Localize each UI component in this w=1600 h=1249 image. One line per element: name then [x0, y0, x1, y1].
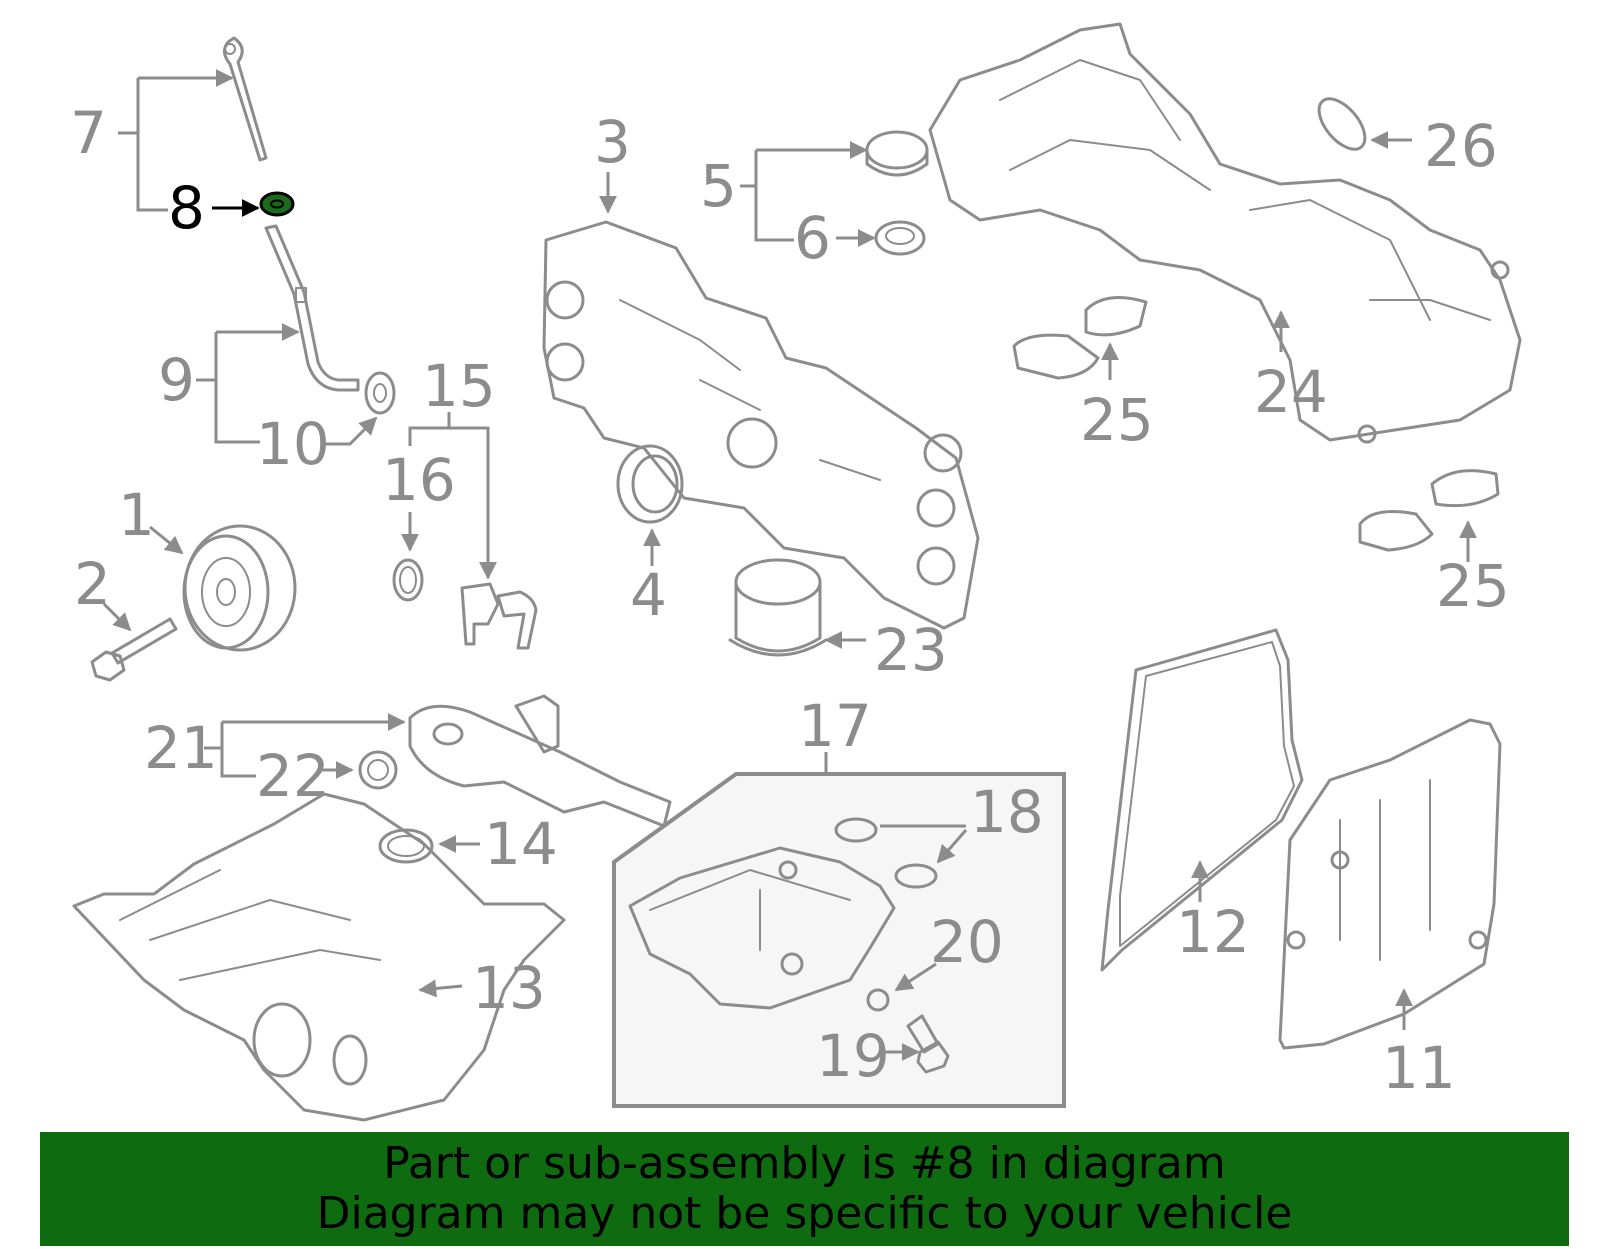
- callout-11: 11: [1382, 1034, 1456, 1102]
- callout-3: 3: [594, 108, 631, 176]
- callout-24: 24: [1254, 358, 1328, 426]
- part-1-crank-pulley[interactable]: [182, 524, 297, 652]
- callout-25b: 25: [1436, 552, 1510, 620]
- part-8-oring-highlighted[interactable]: [259, 191, 295, 217]
- callout-15: 15: [422, 352, 496, 420]
- part-26-oring[interactable]: [1310, 91, 1373, 158]
- callout-2: 2: [74, 550, 111, 618]
- part-25-gasket-upper[interactable]: [1012, 296, 1148, 380]
- part-5-oil-cap[interactable]: [865, 130, 929, 177]
- leader-18: [880, 824, 968, 862]
- part-7-dipstick[interactable]: [223, 36, 268, 162]
- callout-19: 19: [816, 1022, 890, 1090]
- leader-21: [204, 722, 404, 778]
- callout-10: 10: [256, 410, 330, 478]
- callout-13: 13: [472, 954, 546, 1022]
- part-13-oil-pan[interactable]: [72, 792, 566, 1122]
- leader-9: [196, 332, 298, 444]
- part-4-seal[interactable]: [616, 444, 684, 524]
- part-22-oring[interactable]: [358, 750, 398, 790]
- callout-9: 9: [158, 346, 195, 414]
- callout-5: 5: [700, 152, 737, 220]
- banner-line-1: Part or sub-assembly is #8 in diagram: [383, 1138, 1226, 1189]
- info-banner: Part or sub-assembly is #8 in diagram Di…: [40, 1132, 1569, 1246]
- part-2-bolt[interactable]: [90, 617, 178, 682]
- callout-14: 14: [484, 810, 558, 878]
- leader-10: [322, 416, 378, 446]
- callout-8: 8: [168, 174, 205, 242]
- part-9-dipstick-tube[interactable]: [264, 224, 360, 392]
- part-25-gasket-lower[interactable]: [1358, 469, 1500, 552]
- part-24-intake-manifold[interactable]: [928, 22, 1522, 444]
- callout-4: 4: [630, 561, 667, 629]
- leader-15: [408, 412, 488, 578]
- callout-18: 18: [970, 778, 1044, 846]
- callout-21: 21: [144, 714, 218, 782]
- part-10-gasket[interactable]: [364, 371, 396, 415]
- banner-line-2: Diagram may not be specific to your vehi…: [316, 1188, 1293, 1239]
- callout-6: 6: [794, 204, 831, 272]
- part-12-gasket[interactable]: [1100, 628, 1304, 972]
- callout-20: 20: [930, 908, 1004, 976]
- callout-12: 12: [1176, 898, 1250, 966]
- part-23-oil-filter[interactable]: [728, 558, 828, 657]
- callout-16: 16: [382, 446, 456, 514]
- part-15-sensor[interactable]: [460, 582, 538, 650]
- callout-17: 17: [798, 692, 872, 760]
- part-3-timing-cover[interactable]: [542, 220, 980, 630]
- leader-20: [894, 962, 937, 992]
- callout-23: 23: [874, 616, 948, 684]
- leader-1: [149, 525, 184, 555]
- part-18-oring-a[interactable]: [834, 817, 878, 843]
- leader-2: [102, 602, 132, 632]
- part-11-side-cover[interactable]: [1278, 718, 1502, 1050]
- callout-22: 22: [256, 742, 330, 810]
- part-21-oil-pickup[interactable]: [408, 694, 672, 828]
- leader-7: [118, 78, 232, 212]
- leader-5: [740, 150, 866, 242]
- leader-13: [418, 979, 463, 998]
- part-20-washer[interactable]: [866, 988, 890, 1012]
- part-17-lower-oil-pan[interactable]: [628, 846, 896, 1010]
- callout-26: 26: [1424, 112, 1498, 180]
- callout-7: 7: [70, 99, 107, 167]
- part-6-gasket[interactable]: [874, 220, 926, 256]
- callout-25a: 25: [1080, 386, 1154, 454]
- part-16-oring[interactable]: [392, 558, 424, 602]
- callout-1: 1: [118, 481, 155, 549]
